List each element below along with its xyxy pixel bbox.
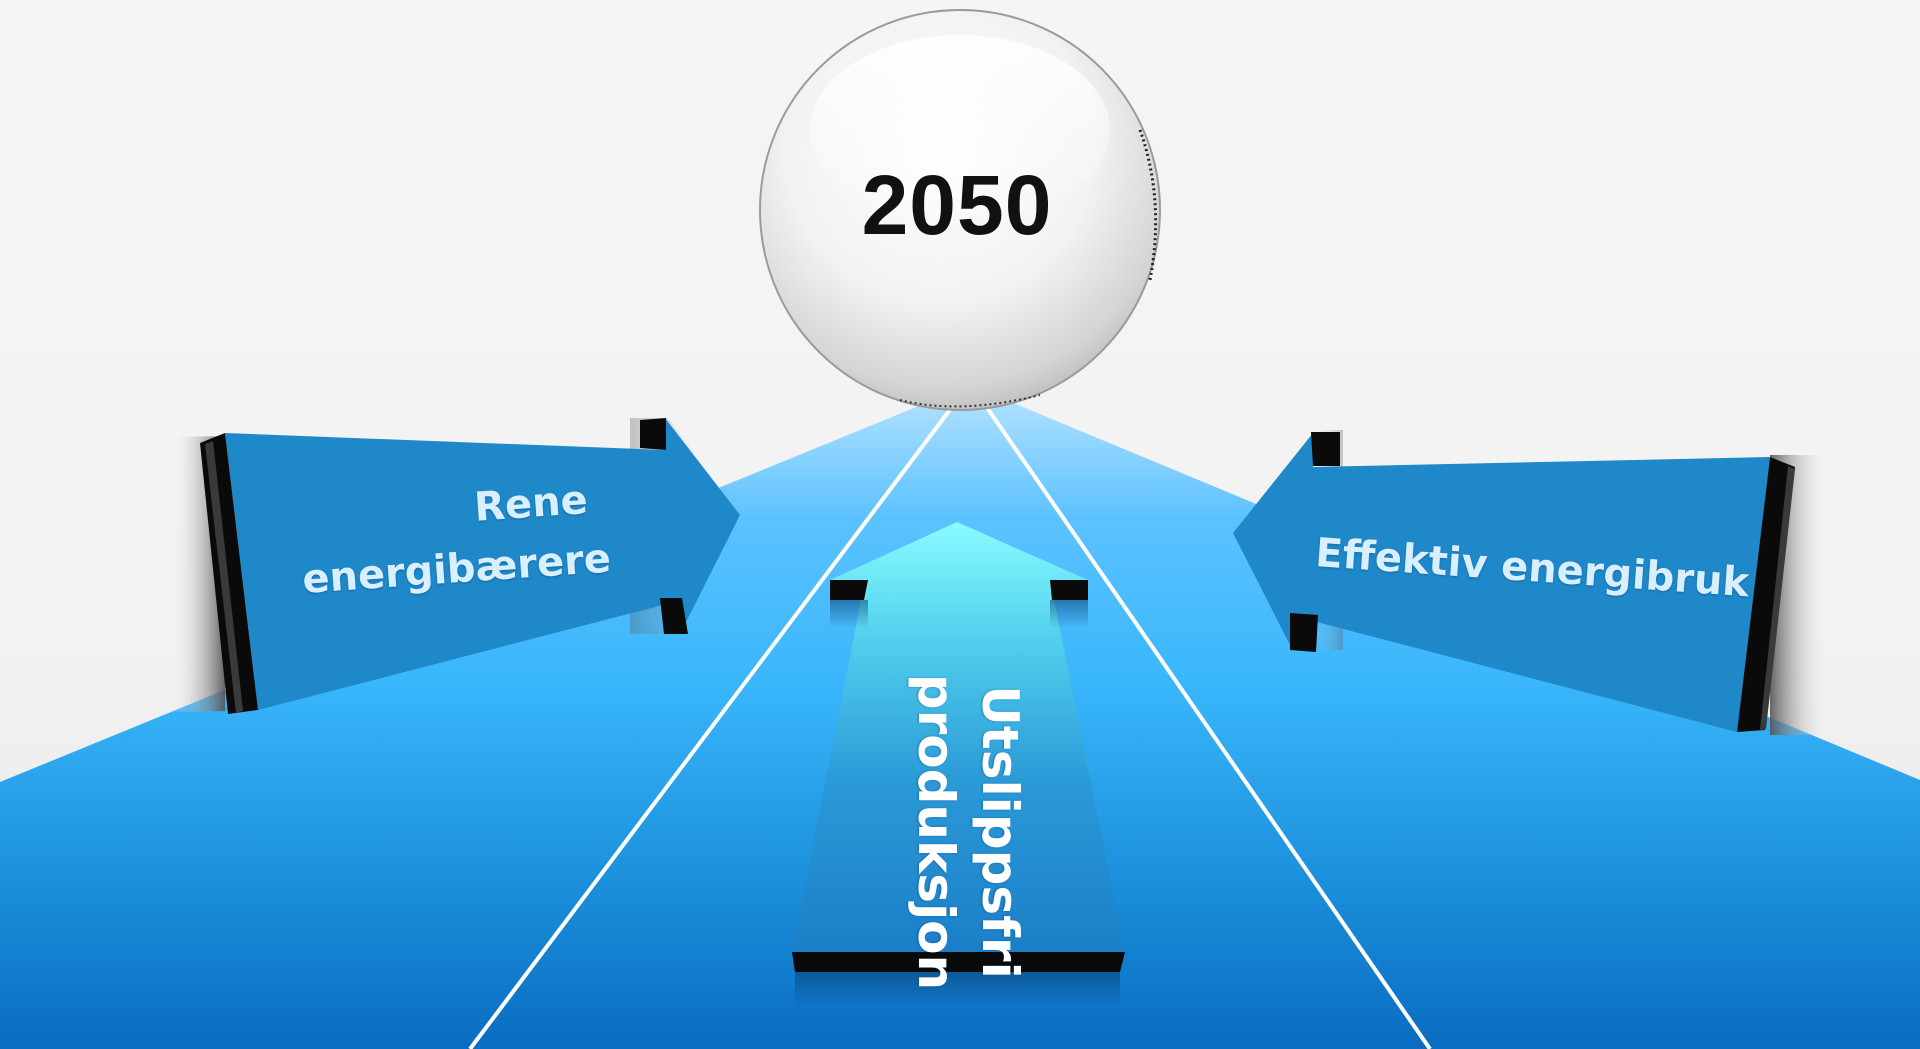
perspective-line-left	[468, 381, 972, 1049]
center-arrow-label-line-2: produksjon	[907, 673, 965, 991]
center-arrow	[792, 522, 1125, 1007]
perspective-line-right	[968, 381, 1432, 1049]
right-arrow	[1233, 430, 1830, 735]
left-arrow-label: Rene energibærere	[296, 470, 613, 610]
center-arrow-label: Utslippsfri produksjon	[904, 672, 1032, 992]
center-arrow-label-line-1: Utslippsfri	[971, 685, 1029, 979]
goal-sphere	[759, 9, 1161, 411]
left-arrow	[170, 418, 740, 714]
goal-year-label: 2050	[861, 158, 1053, 252]
